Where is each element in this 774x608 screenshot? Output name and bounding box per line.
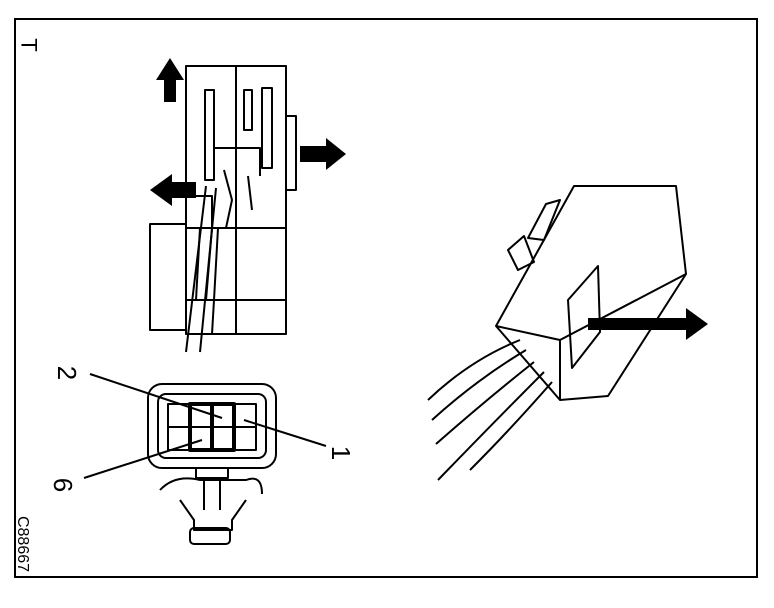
callout-6: 6 [48, 477, 79, 493]
corner-mark: T [16, 38, 42, 52]
connector-with-wires [427, 185, 687, 481]
connector-front-view [147, 383, 277, 545]
arrow-left-icon [150, 174, 196, 206]
probe-tool [185, 185, 217, 353]
arrow-up-icon [156, 58, 184, 102]
arrow-right-icon [300, 138, 346, 170]
figure-frame [14, 18, 758, 578]
figure-id: C88667 [14, 515, 32, 573]
arrow-pull-right-icon [588, 308, 708, 340]
callout-2: 2 [52, 365, 83, 381]
callout-leaders [83, 373, 327, 479]
connector-cross-section [149, 65, 297, 335]
callout-1: 1 [326, 445, 357, 461]
